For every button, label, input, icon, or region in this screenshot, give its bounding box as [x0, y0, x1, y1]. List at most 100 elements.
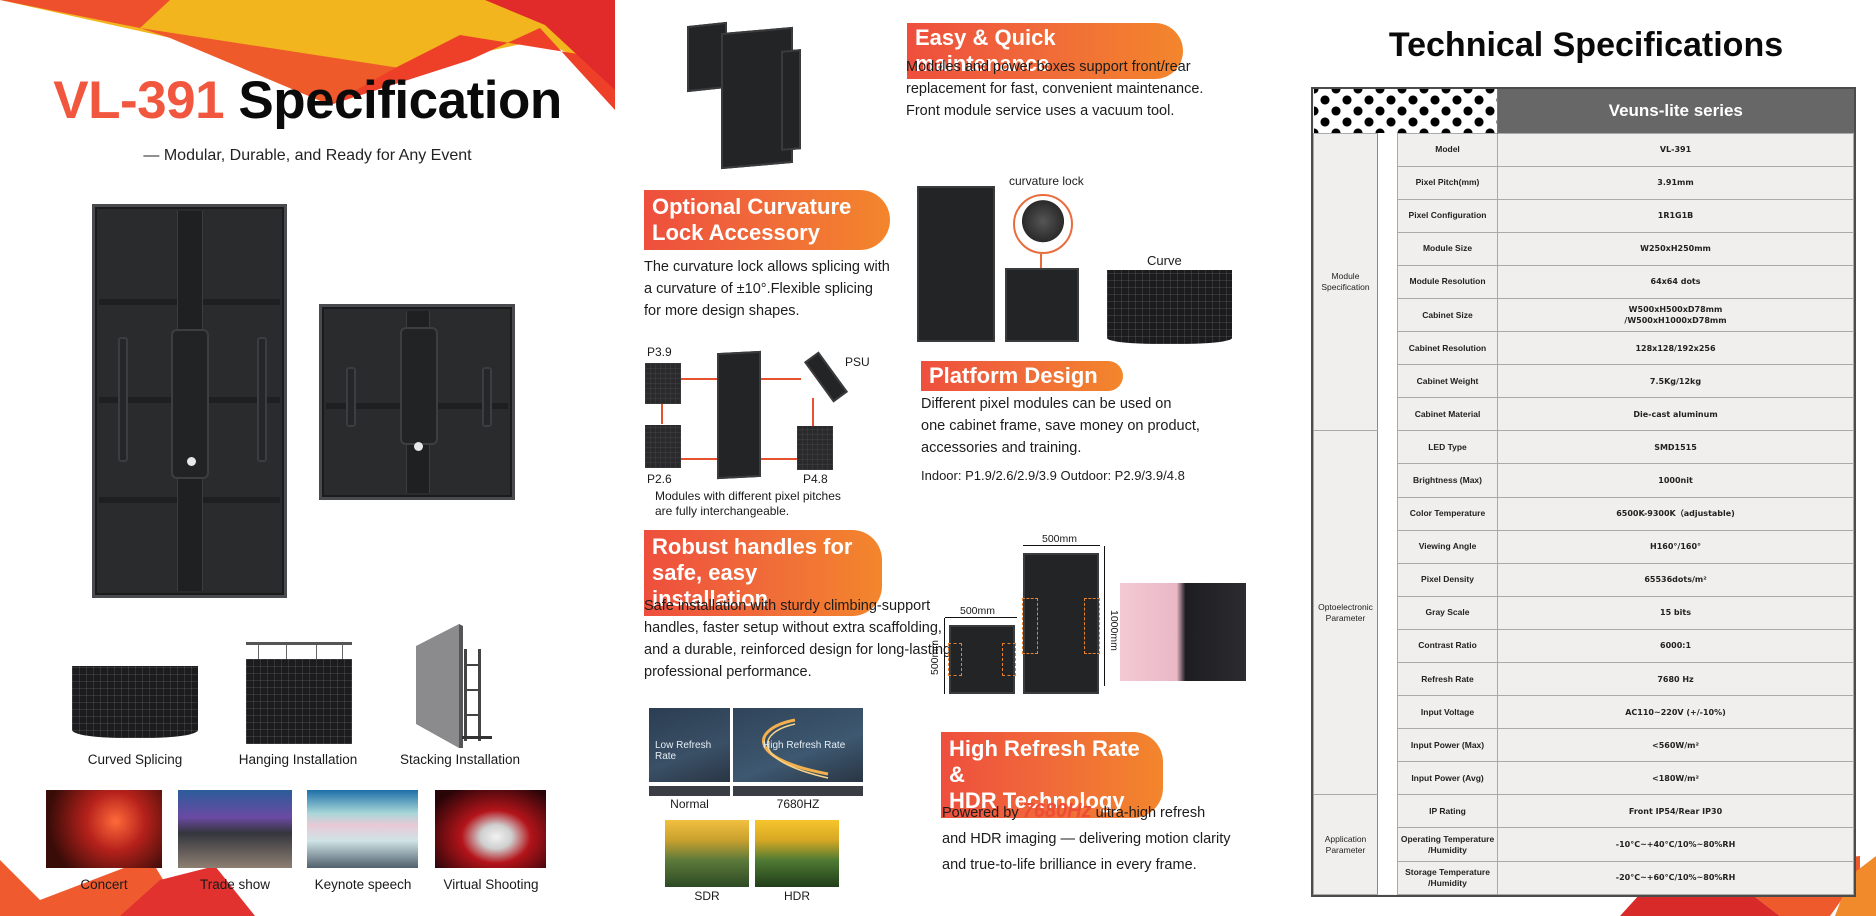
spec-label: Viewing Angle — [1396, 529, 1499, 564]
curvature-lock-label: curvature lock — [1009, 174, 1084, 188]
spec-label: Storage Temperature /Humidity — [1396, 860, 1499, 895]
spec-value: Die-cast aluminum — [1497, 397, 1854, 432]
caption-concert: Concert — [80, 877, 128, 892]
caption-hanging-installation: Hanging Installation — [238, 752, 358, 767]
spec-label: Cabinet Weight — [1396, 364, 1499, 399]
installation-photo — [1120, 583, 1246, 681]
deco-bottom-red — [120, 866, 255, 916]
arrow-psu — [761, 378, 801, 380]
spec-value: 15 bits — [1497, 595, 1854, 630]
maintenance-line: Modules and power boxes support front/re… — [906, 59, 1191, 75]
spec-value: 1000nit — [1497, 463, 1854, 498]
series-header: Veuns-lite series — [1497, 89, 1854, 133]
caption-sdr: SDR — [694, 889, 720, 903]
virtual-shooting-photo — [435, 790, 546, 868]
spec-label: Pixel Configuration — [1396, 198, 1499, 233]
spec-value: Front IP54/Rear IP30 — [1497, 794, 1854, 829]
deco-orange-left — [0, 0, 170, 28]
spec-value: AC110~220V (+/-10%) — [1497, 695, 1854, 730]
keynote-speech-photo — [307, 790, 418, 868]
caption-keynote-speech: Keynote speech — [314, 877, 412, 892]
spec-label: Color Temperature — [1396, 496, 1499, 531]
spec-value: SMD1515 — [1497, 430, 1854, 465]
spec-row: Input Power (Avg)<180W/m² — [1314, 761, 1854, 796]
spec-label: Input Voltage — [1396, 695, 1499, 730]
heading-robust-handles: Robust handles for safe, easy installati… — [644, 530, 882, 616]
stacking-installation-image — [416, 624, 496, 748]
curvature-lock-callout-icon — [1013, 194, 1073, 254]
label-p26: P2.6 — [647, 472, 672, 486]
caption-line: are fully interchangeable. — [655, 504, 790, 518]
deco-orange-mid — [140, 28, 400, 105]
spec-value: 65536dots/m² — [1497, 562, 1854, 597]
module-p39 — [645, 363, 681, 404]
platform-pitches: Indoor: P1.9/2.6/2.9/3.9 Outdoor: P2.9/3… — [921, 468, 1185, 483]
spec-label: Gray Scale — [1396, 595, 1499, 630]
title-word: Specification — [238, 71, 562, 130]
spec-value: VL-391 — [1497, 132, 1854, 167]
spec-label: Cabinet Material — [1396, 397, 1499, 432]
dim-arrow-v-small — [944, 618, 945, 694]
module-p48 — [797, 426, 833, 470]
handles-line: professional performance. — [644, 664, 812, 680]
dim-height-large: 1000mm — [1108, 610, 1120, 651]
spec-label: Cabinet Resolution — [1396, 331, 1499, 366]
caption-line: Modules with different pixel pitches — [655, 489, 841, 503]
curvature-tall-cabinet — [917, 186, 995, 342]
caption-curved-splicing: Curved Splicing — [87, 752, 183, 767]
curvature-line: a curvature of ±10°.Flexible splicing — [644, 281, 873, 297]
heading-line: Optional Curvature — [652, 194, 852, 219]
label-p39: P3.9 — [647, 345, 672, 359]
trade-show-photo — [178, 790, 292, 868]
maintenance-description: Modules and power boxes support front/re… — [906, 56, 1203, 122]
spec-value: 7680 Hz — [1497, 661, 1854, 697]
spec-label: Operating Temperature /Humidity — [1396, 827, 1499, 862]
heading-curvature-lock: Optional Curvature Lock Accessory — [644, 190, 890, 250]
dim-height-small: 500mm — [929, 640, 941, 676]
platform-line: Different pixel modules can be used on — [921, 396, 1172, 412]
spec-value: H160°/160° — [1497, 529, 1854, 564]
heading-easy-maintenance: Easy & Quick maintenance — [907, 23, 1183, 79]
spec-category: Application Parameter — [1313, 794, 1378, 895]
powered-prefix: Powered by — [942, 805, 1023, 821]
high-refresh-label: High Refresh Rate — [763, 740, 846, 751]
spec-value: W250xH250mm — [1497, 231, 1854, 266]
heading-line: safe, easy installation — [652, 560, 769, 611]
spec-value: 1R1G1B — [1497, 198, 1854, 233]
middle-panel: Easy & Quick maintenance Modules and pow… — [615, 0, 1260, 916]
handles-tall-cabinet — [1022, 553, 1100, 694]
spec-label: Cabinet Size — [1396, 297, 1499, 333]
handles-description: Safe installation with sturdy climbing-s… — [644, 595, 951, 683]
label-p48: P4.8 — [803, 472, 828, 486]
refresh-line: and true-to-life brilliance in every fra… — [942, 857, 1197, 873]
platform-line: one cabinet frame, save money on product… — [921, 418, 1200, 434]
caption-7680hz: 7680HZ — [776, 797, 820, 811]
spec-row: Brightness (Max)1000nit — [1314, 463, 1854, 498]
platform-line: accessories and training. — [921, 440, 1082, 456]
title-model: VL-391 — [53, 71, 225, 130]
low-refresh-label: Low Refresh Rate — [655, 740, 712, 762]
caption-hdr: HDR — [784, 889, 810, 903]
dim-arrow-v — [1104, 546, 1105, 686]
spec-label: IP Rating — [1396, 794, 1499, 829]
maintenance-line: Front module service uses a vacuum tool. — [906, 103, 1175, 119]
refresh-line: Powered by 7680Hz ultra-high refresh — [942, 798, 1231, 826]
spec-label: Pixel Pitch(mm) — [1396, 165, 1499, 200]
modules-cabinet — [717, 350, 761, 480]
concert-photo — [46, 790, 162, 868]
spec-spacer — [1377, 133, 1398, 431]
curvature-description: The curvature lock allows splicing with … — [644, 256, 890, 322]
maintenance-line: replacement for fast, convenient mainten… — [906, 81, 1204, 97]
low-refresh-image: Low Refresh Rate — [649, 708, 730, 782]
caption-trade-show: Trade show — [199, 877, 271, 892]
